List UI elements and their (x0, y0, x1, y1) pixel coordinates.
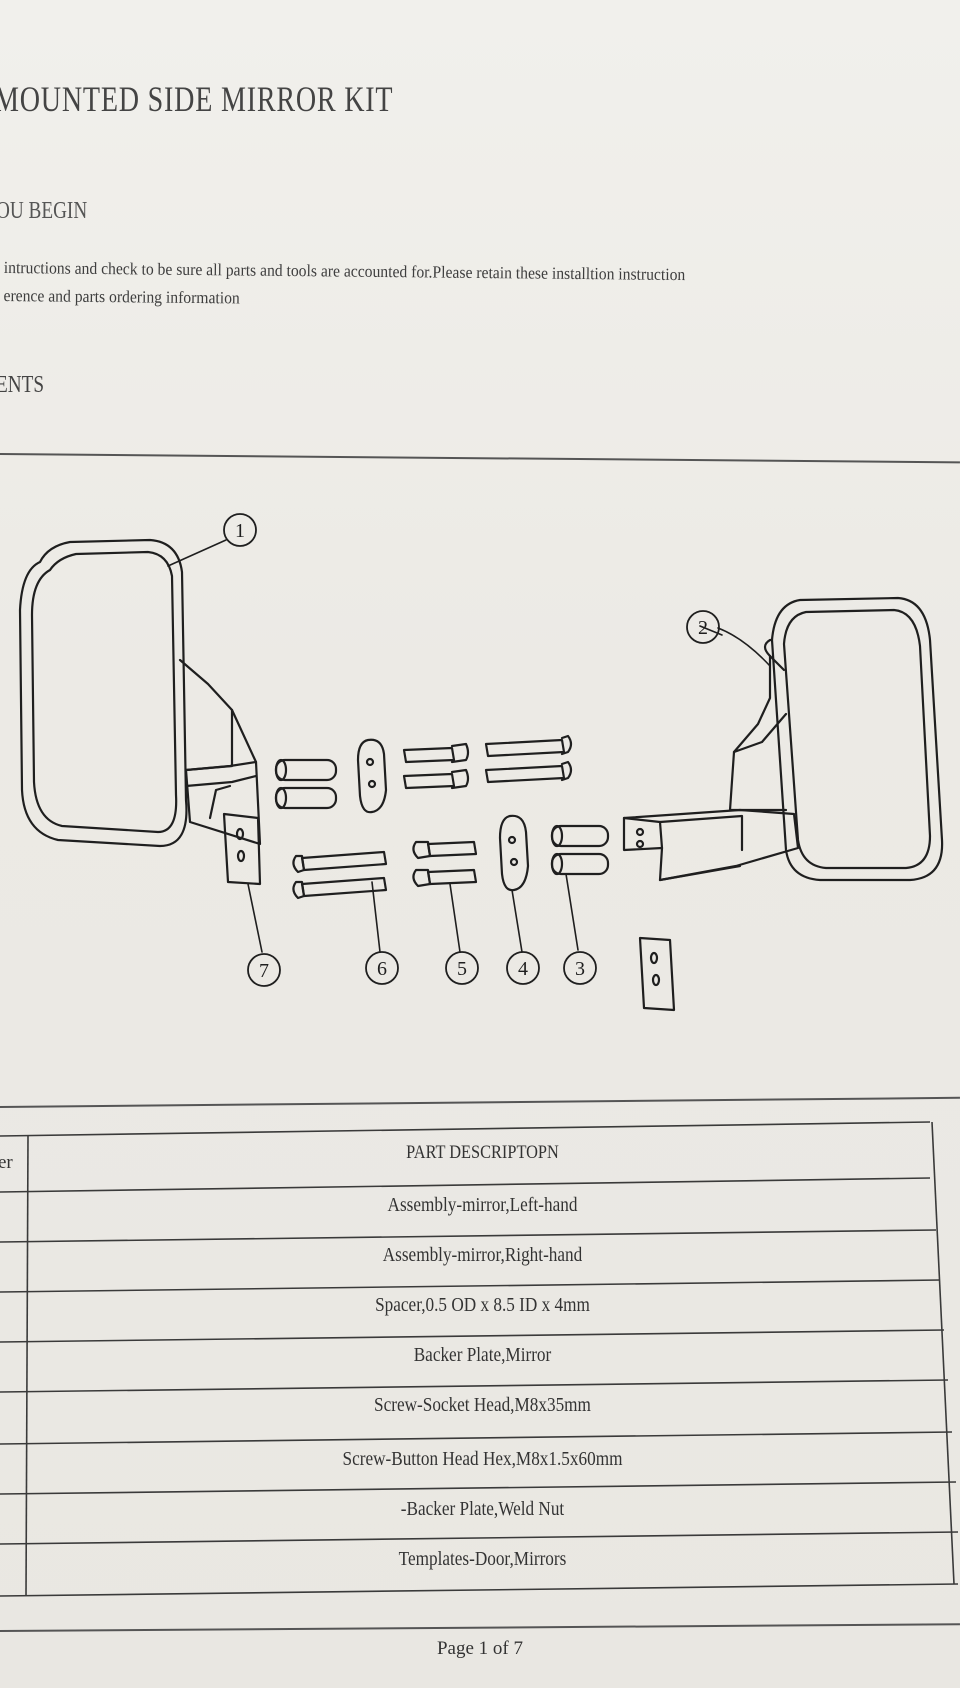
callout-4: 4 (518, 958, 528, 980)
right-mirror-drawing (622, 596, 944, 882)
left-mirror-drawing (18, 538, 262, 848)
table-row-6: Screw-Button Head Hex,M8x1.5x60mm (342, 1448, 623, 1470)
callout-1: 1 (235, 520, 245, 542)
parts-table: er PART DESCRIPTOPN Assembly-mirror,Left… (0, 1118, 960, 1608)
table-row-1: Assembly-mirror,Left-hand (387, 1194, 578, 1216)
callout-2: 2 (698, 617, 708, 639)
table-row-7: -Backer Plate,Weld Nut (400, 1498, 565, 1520)
spacers-3 (550, 824, 610, 876)
backer-plate-4 (498, 814, 530, 892)
top-divider (0, 453, 960, 463)
backer-plate-top (356, 738, 388, 814)
table-row-8: Templates-Door,Mirrors (398, 1548, 567, 1570)
table-column-stub: er (0, 1152, 13, 1173)
screws-5-socket (412, 840, 478, 888)
callout-7: 7 (259, 960, 269, 982)
table-row-2: Assembly-mirror,Right-hand (382, 1244, 583, 1266)
backer-plate-right-lower (638, 936, 676, 1012)
parts-exploded-diagram: 1 2 3 4 5 6 7 (18, 513, 944, 1012)
document-title: MOUNTED SIDE MIRROR KIT (0, 79, 394, 119)
parts-table-grid (0, 1121, 959, 1597)
table-header-description: PART DESCRIPTOPN (406, 1142, 559, 1163)
intro-paragraph: intructions and check to be sure all par… (3, 254, 685, 317)
callout-circles (223, 513, 720, 987)
contents-heading: ENTS (0, 372, 44, 398)
table-row-5: Screw-Socket Head,M8x35mm (374, 1394, 591, 1416)
callout-3: 3 (575, 958, 585, 980)
table-row-4: Backer Plate,Mirror (413, 1344, 552, 1366)
page-number: Page 1 of 7 (436, 1638, 523, 1659)
diagram-bottom-divider (0, 1096, 960, 1108)
spacers-top-left (274, 758, 338, 810)
callout-6: 6 (377, 958, 387, 980)
screws-6-long (292, 850, 388, 900)
before-you-begin-heading: OU BEGIN (0, 198, 88, 224)
callout-leaders (167, 539, 771, 953)
backer-plate-7 (222, 812, 262, 886)
screws-top-long (484, 734, 573, 784)
screws-top-socket (402, 742, 470, 790)
table-row-3: Spacer,0.5 OD x 8.5 ID x 4mm (375, 1294, 590, 1316)
footer-divider (0, 1623, 960, 1632)
callout-5: 5 (457, 958, 467, 980)
